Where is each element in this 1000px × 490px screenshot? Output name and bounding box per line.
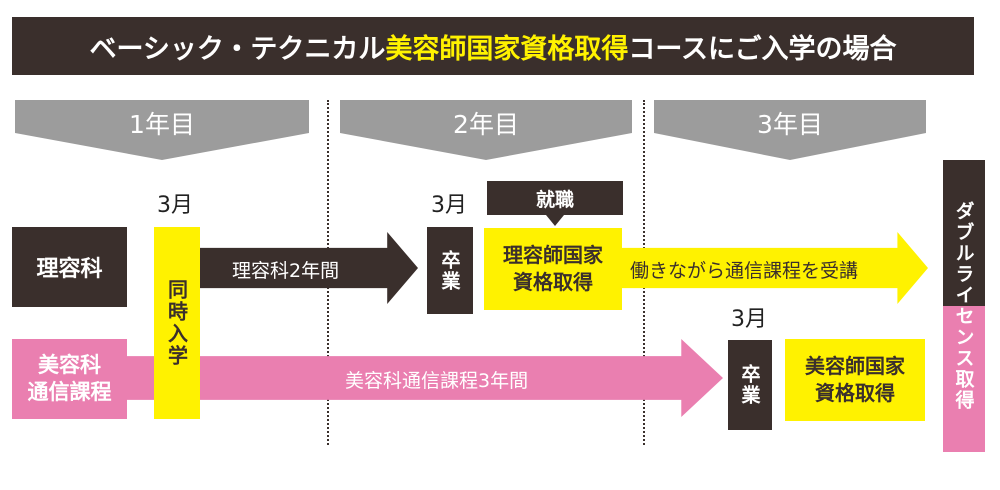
biyo-arrow: 美容科通信課程3年間 — [127, 339, 723, 417]
continue-study-label: 働きながら通信課程を受講 — [630, 260, 859, 282]
biyo-grad-month: 3月 — [731, 307, 767, 332]
riyo-grad-month: 3月 — [431, 193, 467, 218]
title-bar: ベーシック・テクニカル美容師国家資格取得コースにご入学の場合 — [12, 17, 974, 75]
year-3-label: 3年目 — [757, 110, 823, 139]
riyo-track-label: 理容科 — [12, 227, 127, 307]
title-suffix: コースにご入学の場合 — [628, 33, 897, 65]
simultaneous-enrollment: 同時入学 — [154, 227, 200, 419]
year-1-header: 1年目 — [15, 100, 309, 160]
double-license: ダブルライセンス取得 — [943, 160, 985, 452]
title-highlight: 美容師国家資格取得 — [385, 33, 629, 65]
biyo-license: 美容師国家 資格取得 — [785, 339, 925, 421]
riyo-license: 理容師国家 資格取得 — [484, 228, 622, 310]
biyo-graduation: 卒業 — [728, 340, 772, 430]
continue-study-arrow: 働きながら通信課程を受講 — [622, 232, 928, 304]
biyo-track-label: 美容科 通信課程 — [12, 339, 127, 419]
riyo-graduation: 卒業 — [427, 227, 473, 314]
year-1-label: 1年目 — [129, 110, 195, 139]
enroll-month: 3月 — [157, 193, 193, 218]
title-prefix: ベーシック・テクニカル — [89, 33, 386, 65]
job-label: 就職 — [487, 181, 623, 215]
biyo-arrow-label: 美容科通信課程3年間 — [345, 370, 529, 392]
riyo-arrow: 理容科2年間 — [198, 232, 418, 304]
year-3-header: 3年目 — [654, 100, 926, 160]
year-2-header: 2年目 — [340, 100, 632, 160]
year-2-label: 2年目 — [453, 110, 519, 139]
riyo-arrow-label: 理容科2年間 — [232, 260, 340, 282]
job-pointer — [546, 215, 564, 226]
